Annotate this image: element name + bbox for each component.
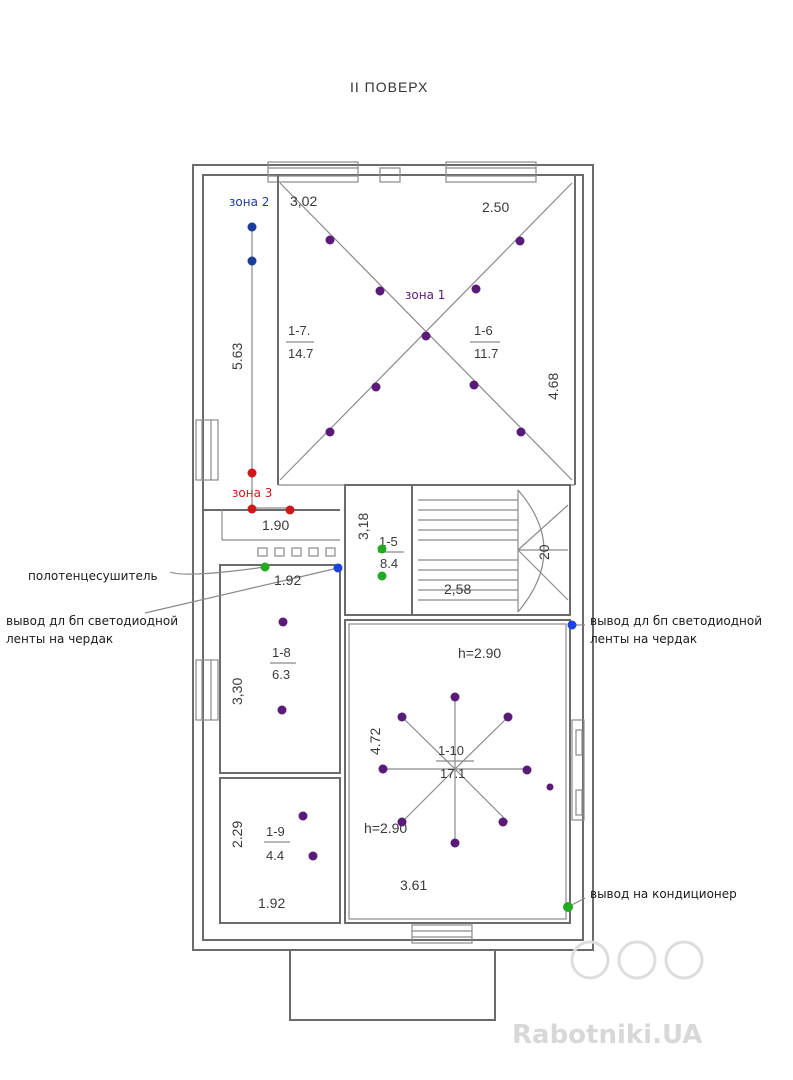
light-point xyxy=(397,712,407,722)
dim-corridor: 1.90 xyxy=(262,517,289,533)
room15-area: 8.4 xyxy=(380,556,398,571)
light-point xyxy=(516,427,526,437)
psu-left-label-1: вывод дл бп светодиодной xyxy=(6,614,178,628)
dim-room17-left: 5.63 xyxy=(229,343,245,370)
staircase xyxy=(418,489,569,613)
leader-lines xyxy=(144,566,586,908)
ac-outlet xyxy=(563,902,573,912)
room17-area: 14.7 xyxy=(288,346,313,361)
zone1-lights xyxy=(325,235,526,437)
light-point xyxy=(503,712,513,722)
light-point xyxy=(421,331,431,341)
room19-number: 1-9 xyxy=(266,824,285,839)
floor-title: II ПОВЕРХ xyxy=(350,79,428,95)
left-windows xyxy=(195,419,219,721)
light-point xyxy=(397,817,407,827)
ac-outlet-label: вывод на кондиционер xyxy=(590,887,737,901)
light-point xyxy=(375,286,385,296)
light-point xyxy=(471,284,481,294)
dim-top-left: 3,02 xyxy=(290,193,317,209)
dim-stair-turn: 20 xyxy=(536,544,552,560)
light-point xyxy=(371,382,381,392)
dim-room18-top: 1.92 xyxy=(274,572,301,588)
dim-room110-h-bottom: h=2.90 xyxy=(364,820,407,836)
room-lights xyxy=(277,617,554,861)
zone3-label: зона 3 xyxy=(232,486,272,500)
dim-room19-left: 2.29 xyxy=(229,821,245,848)
annotations: полотенцесушитель вывод дл бп светодиодн… xyxy=(6,569,762,901)
light-point xyxy=(308,851,318,861)
light-point xyxy=(325,427,335,437)
light-point xyxy=(278,617,288,627)
towel-dryer-outlet xyxy=(260,562,270,572)
zone3-lights xyxy=(247,468,295,515)
zone1-label: зона 1 xyxy=(405,288,445,302)
dim-room18-left: 3,30 xyxy=(229,678,245,705)
dim-stair-height: 3,18 xyxy=(355,513,371,540)
room17-number: 1-7. xyxy=(288,323,310,338)
light-point xyxy=(546,783,554,791)
light-point xyxy=(469,380,479,390)
light-point xyxy=(378,764,388,774)
psu-right-label-1: вывод дл бп светодиодной xyxy=(590,614,762,628)
dim-room110-h-top: h=2.90 xyxy=(458,645,501,661)
room110-number: 1-10 xyxy=(438,743,464,758)
psu-outlet-right xyxy=(567,620,577,630)
room18-area: 6.3 xyxy=(272,667,290,682)
interior-walls xyxy=(203,175,576,924)
outer-walls xyxy=(192,164,594,951)
light-point xyxy=(515,236,525,246)
light-point xyxy=(247,468,257,478)
zone-wiring xyxy=(251,228,290,509)
room16-area: 11.7 xyxy=(474,346,498,361)
light-point xyxy=(247,504,257,514)
dimensions: 3,02 2.50 5.63 4.68 1.90 3,18 2,58 20 1.… xyxy=(229,193,561,911)
room16-number: 1-6 xyxy=(474,323,493,338)
balcony xyxy=(289,924,496,1021)
towel-dryer-label: полотенцесушитель xyxy=(28,569,158,583)
right-window xyxy=(571,719,585,821)
zone2-lights xyxy=(247,222,257,266)
dim-room16-right: 4.68 xyxy=(545,373,561,400)
psu-right-label-2: ленты на чердак xyxy=(590,632,697,646)
psu-left-label-2: ленты на чердак xyxy=(6,632,113,646)
room18-number: 1-8 xyxy=(272,645,291,660)
room110-area: 17.1 xyxy=(440,766,465,781)
room15-outlet xyxy=(377,571,387,581)
light-point xyxy=(450,692,460,702)
light-point xyxy=(522,765,532,775)
watermark: Rabotniki.UA xyxy=(512,940,704,1050)
light-point xyxy=(325,235,335,245)
room110-light-lines xyxy=(383,697,530,843)
light-point xyxy=(277,705,287,715)
dim-room110-bottom: 3.61 xyxy=(400,877,427,893)
light-point xyxy=(498,817,508,827)
light-point xyxy=(247,222,257,232)
dim-top-right: 2.50 xyxy=(482,199,509,215)
dim-stair-lower: 2,58 xyxy=(444,581,471,597)
room15-outlet xyxy=(377,544,387,554)
top-windows xyxy=(267,161,537,183)
dim-room110-left: 4.72 xyxy=(367,728,383,755)
light-point xyxy=(247,256,257,266)
outlets xyxy=(260,544,577,912)
light-point xyxy=(298,811,308,821)
towel-dryer-symbol xyxy=(257,547,336,557)
psu-outlet-left xyxy=(333,563,343,573)
dim-room19-bottom: 1.92 xyxy=(258,895,285,911)
room19-area: 4.4 xyxy=(266,848,284,863)
watermark-text: Rabotniki.UA xyxy=(512,1020,702,1050)
light-point xyxy=(450,838,460,848)
light-point xyxy=(285,505,295,515)
zone2-label: зона 2 xyxy=(229,195,269,209)
room-labels: 1-7. 14.7 1-6 11.7 1-5 8.4 1-8 6.3 1-10 … xyxy=(264,323,500,863)
